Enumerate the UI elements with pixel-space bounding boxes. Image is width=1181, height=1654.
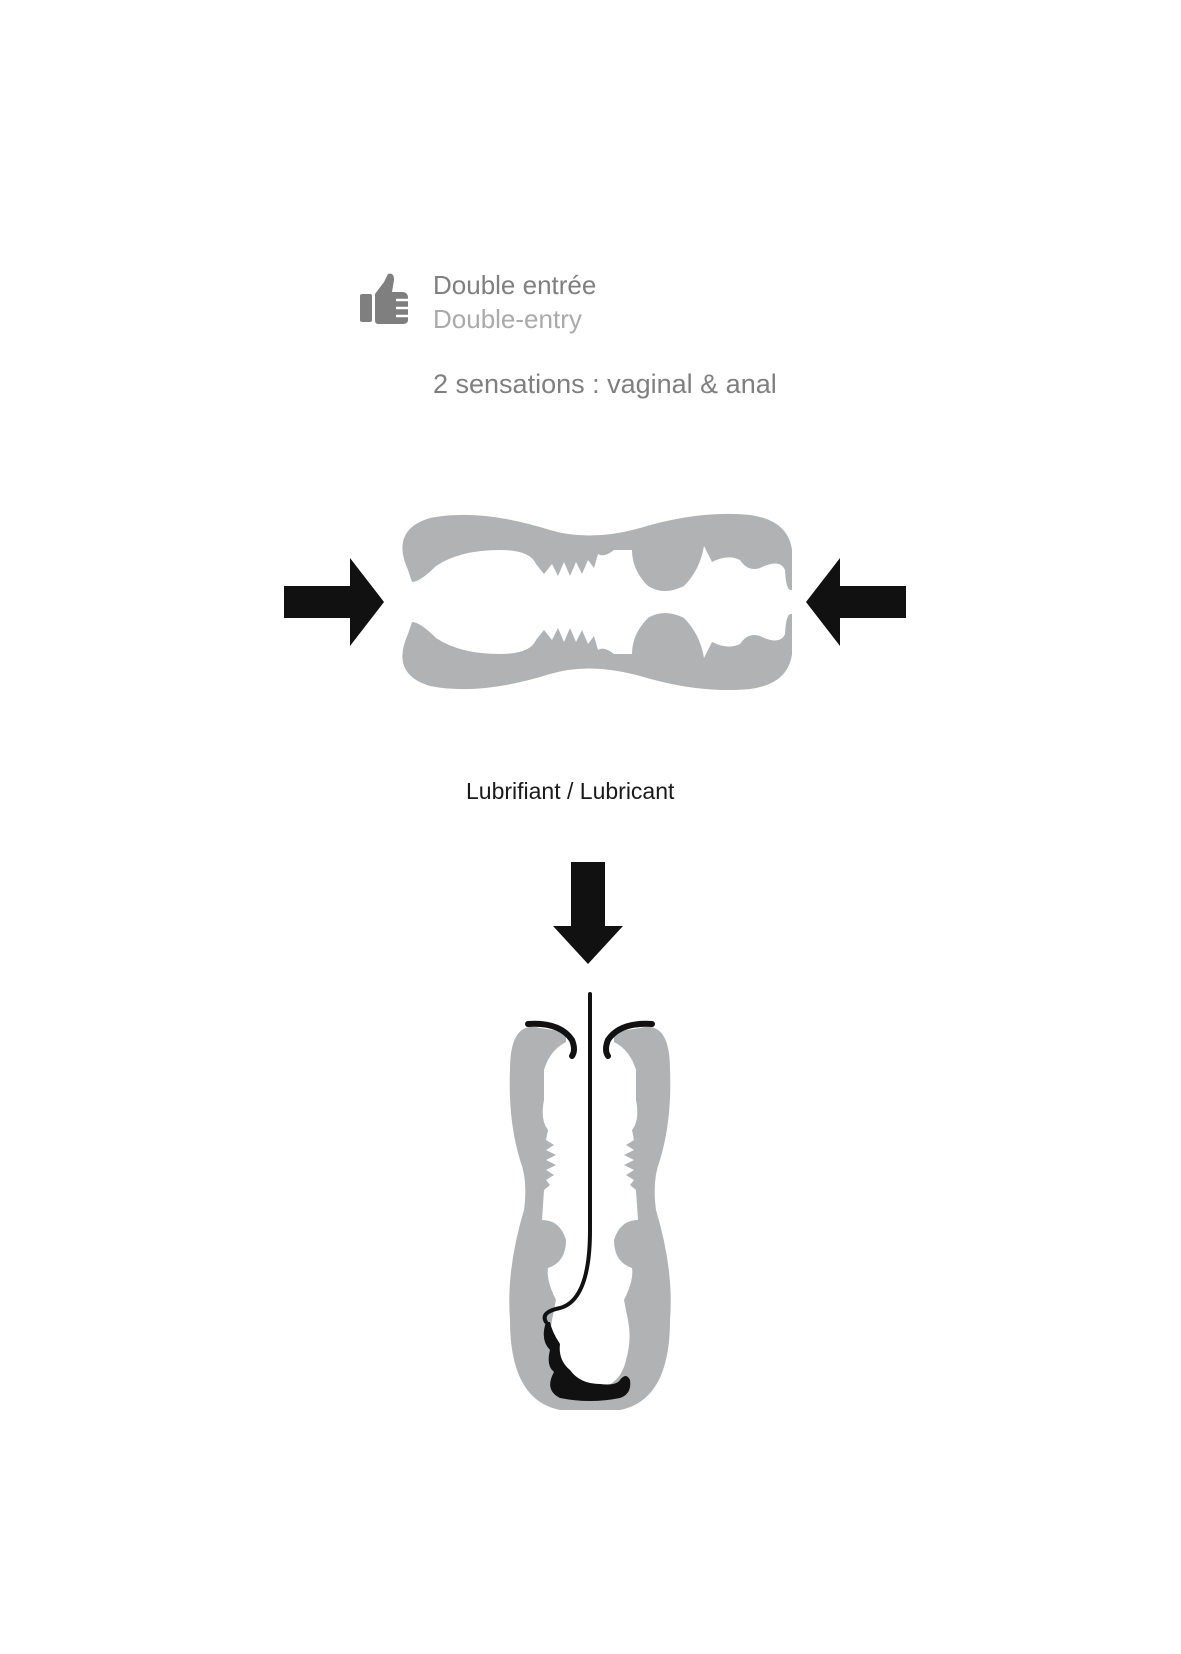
lubricant-pool	[543, 1322, 631, 1401]
squeeze-diagram	[284, 513, 906, 690]
lubricant-application-diagram	[509, 992, 671, 1410]
lubricant-label: Lubrifiant / Lubricant	[466, 778, 675, 804]
lip-right	[603, 1020, 655, 1059]
title-french: Double entrée	[433, 270, 597, 300]
arrow-right-icon	[284, 558, 384, 646]
lubricant-stream	[542, 992, 592, 1324]
arrow-left-icon	[806, 558, 906, 646]
thumbs-up-icon	[360, 273, 408, 324]
arrow-down-icon	[553, 862, 623, 964]
lip-left	[525, 1020, 577, 1059]
sleeve-left-wall	[509, 1026, 590, 1410]
sleeve-right-wall	[590, 1026, 671, 1410]
subtitle-sensations: 2 sensations : vaginal & anal	[433, 369, 777, 399]
sleeve-bottom-half	[402, 613, 792, 690]
title-english: Double-entry	[433, 304, 582, 334]
sleeve-top-half	[402, 513, 792, 591]
